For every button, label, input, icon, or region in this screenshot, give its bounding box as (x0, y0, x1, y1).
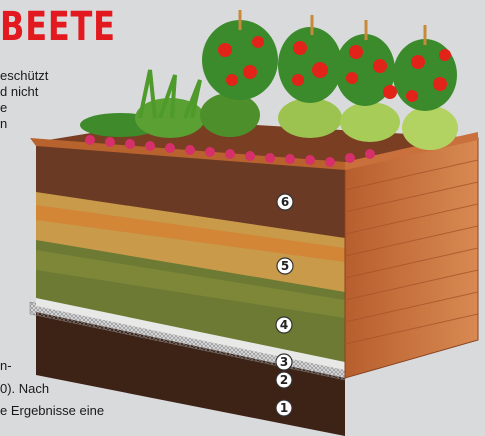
svg-text:4: 4 (280, 318, 288, 332)
svg-text:3: 3 (280, 355, 288, 369)
wooden-side-panel (345, 138, 478, 378)
svg-text:2: 2 (280, 373, 288, 387)
svg-text:5: 5 (281, 259, 289, 273)
layer-number-1: 1 (276, 400, 292, 416)
svg-text:1: 1 (280, 401, 288, 415)
layer-number-3: 3 (276, 354, 292, 370)
layer-number-2: 2 (276, 372, 292, 388)
layer-number-6: 6 (277, 194, 293, 210)
layer-number-5: 5 (277, 258, 293, 274)
layer-number-4: 4 (276, 317, 292, 333)
svg-text:6: 6 (281, 195, 289, 209)
